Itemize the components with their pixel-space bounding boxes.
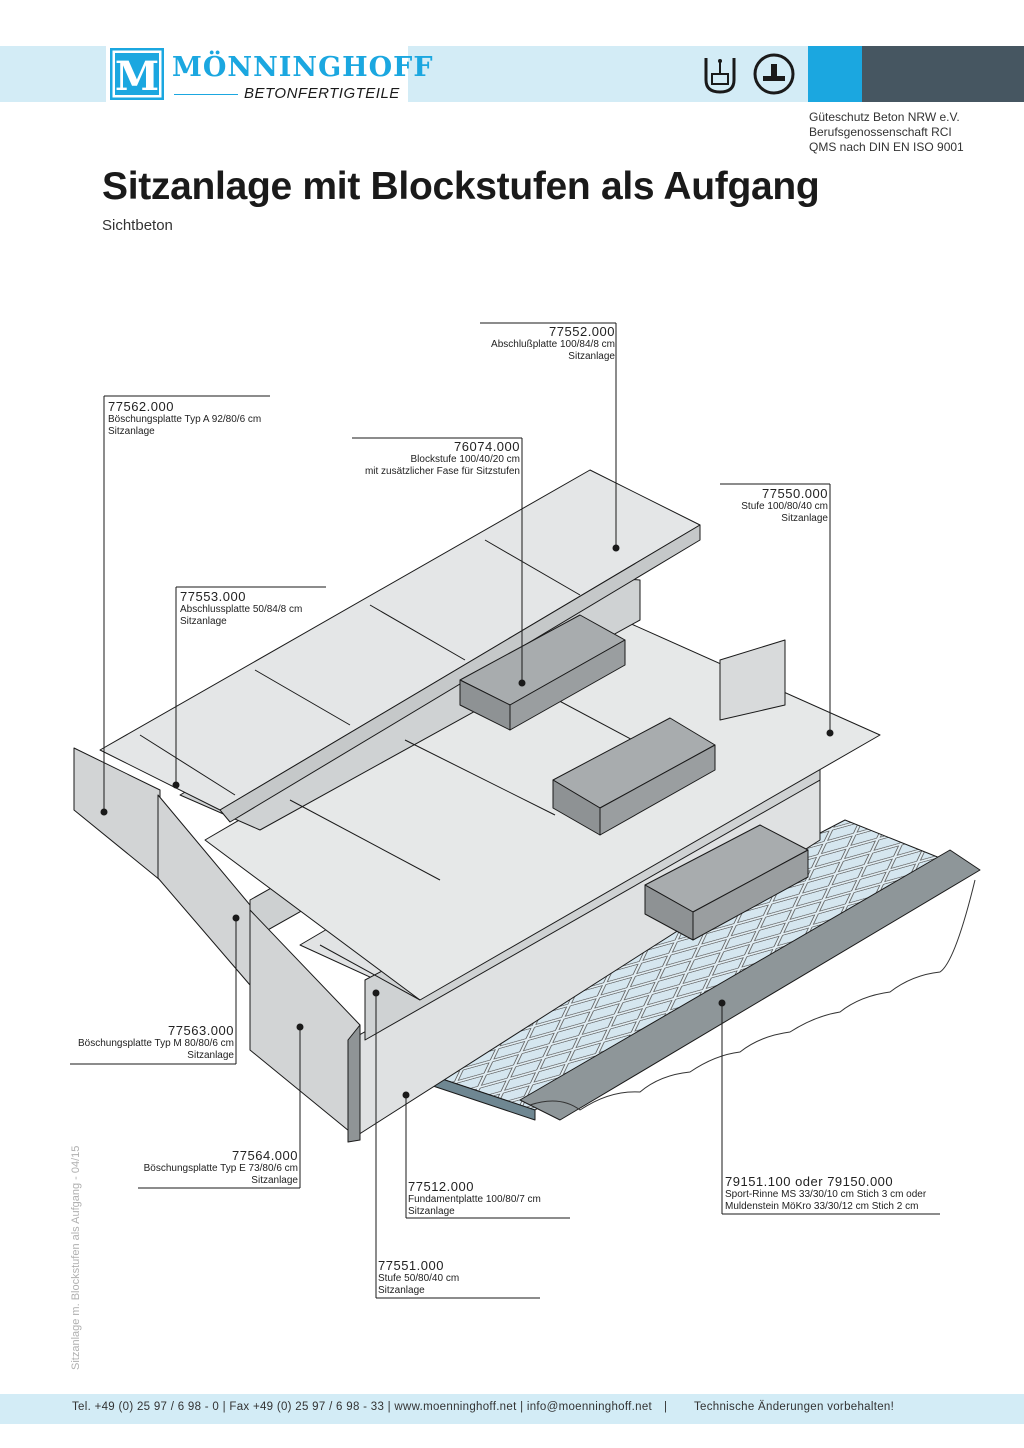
seating-steps-drawing	[70, 322, 981, 1299]
label-line: Blockstufe 100/40/20 cm	[410, 454, 520, 465]
block-step-side-1	[509, 639, 626, 731]
brand-divider	[174, 94, 238, 95]
label-number: 77564.000	[232, 1148, 298, 1163]
certification-line: QMS nach DIN EN ISO 9001	[809, 140, 964, 154]
label-line: Sitzanlage	[108, 426, 155, 437]
quality-seal-icon	[704, 58, 736, 94]
label-line: Abschlussplatte 50/84/8 cm	[180, 604, 303, 615]
label-line: Abschlußplatte 100/84/8 cm	[491, 339, 615, 350]
label-77512: 77512.000 Fundamentplatte 100/80/7 cm Si…	[408, 1180, 541, 1218]
label-77551: 77551.000 Stufe 50/80/40 cm Sitzanlage	[378, 1259, 459, 1297]
brand-subtitle: BETONFERTIGTEILE	[244, 85, 400, 102]
label-line: Sitzanlage	[187, 1050, 234, 1061]
top-capping-front	[219, 524, 701, 823]
page-title: Sitzanlage mit Blockstufen als Aufgang	[102, 165, 820, 208]
header-dark-block	[862, 46, 1024, 102]
brand-name: MÖNNINGHOFF	[172, 52, 434, 83]
label-77564: 77564.000 Böschungsplatte Typ E 73/80/6 …	[144, 1149, 298, 1187]
footer-bar	[0, 1394, 1024, 1424]
gutter-curve	[529, 879, 976, 1111]
label-number: 77563.000	[168, 1023, 234, 1038]
label-line: Böschungsplatte Typ M 80/80/6 cm	[77, 1038, 234, 1049]
label-number: 76074.000	[454, 439, 520, 454]
label-line: Böschungsplatte Typ A 92/80/6 cm	[108, 414, 262, 425]
label-line: Sport-Rinne MS 33/30/10 cm Stich 3 cm od…	[725, 1189, 927, 1200]
label-77550: 77550.000 Stufe 100/80/40 cm Sitzanlage	[741, 487, 828, 525]
label-line: Stufe 100/80/40 cm	[741, 501, 828, 512]
footer-note: Technische Änderungen vorbehalten!	[694, 1401, 895, 1413]
footer-contact: Tel. +49 (0) 25 97 / 6 98 - 0 | Fax +49 …	[72, 1401, 653, 1413]
block-step-side-3	[692, 849, 809, 941]
bg-rci-icon	[753, 53, 795, 95]
label-number: 77512.000	[408, 1179, 474, 1194]
label-line: Muldenstein MöKro 33/30/12 cm Stich 2 cm	[725, 1201, 919, 1212]
label-line: Sitzanlage	[251, 1175, 298, 1186]
header-accent-block	[808, 46, 862, 102]
label-number: 79151.100 oder 79150.000	[725, 1174, 894, 1189]
label-line: Sitzanlage	[180, 616, 227, 627]
label-line: Sitzanlage	[781, 513, 828, 524]
label-79151: 79151.100 oder 79150.000 Sport-Rinne MS …	[725, 1175, 926, 1213]
label-number: 77552.000	[549, 324, 615, 339]
logo-letter: M	[115, 53, 159, 100]
right-side-wall	[719, 639, 786, 721]
label-number: 77562.000	[108, 399, 174, 414]
label-line: Sitzanlage	[378, 1285, 425, 1296]
certification-line: Berufsgenossenschaft RCI	[809, 125, 952, 139]
embankment-edge	[347, 1024, 361, 1143]
label-number: 77550.000	[762, 486, 828, 501]
label-line: Fundamentplatte 100/80/7 cm	[408, 1194, 541, 1205]
certification-line: Güteschutz Beton NRW e.V.	[809, 110, 960, 124]
footer-separator: |	[664, 1401, 667, 1413]
label-77553: 77553.000 Abschlussplatte 50/84/8 cm Sit…	[180, 590, 302, 628]
logo-m-icon: M	[110, 48, 164, 100]
label-number: 77553.000	[180, 589, 246, 604]
label-number: 77551.000	[378, 1258, 444, 1273]
document-reference: Sitzanlage m. Blockstufen als Aufgang - …	[70, 1145, 82, 1370]
label-line: Stufe 50/80/40 cm	[378, 1273, 460, 1284]
block-step-side-2	[599, 744, 716, 836]
label-line: Sitzanlage	[408, 1206, 455, 1217]
gutter-channel	[519, 849, 981, 1121]
label-line: Sitzanlage	[568, 351, 615, 362]
label-77562: 77562.000 Böschungsplatte Typ A 92/80/6 …	[108, 400, 261, 438]
label-77552: 77552.000 Abschlußplatte 100/84/8 cm Sit…	[491, 325, 615, 363]
label-line: Böschungsplatte Typ E 73/80/6 cm	[143, 1163, 298, 1174]
label-line: mit zusätzlicher Fase für Sitzstufen	[364, 466, 520, 477]
label-76074: 76074.000 Blockstufe 100/40/20 cm mit zu…	[365, 440, 520, 478]
label-77563: 77563.000 Böschungsplatte Typ M 80/80/6 …	[78, 1024, 234, 1062]
page-subtitle: Sichtbeton	[102, 217, 173, 234]
